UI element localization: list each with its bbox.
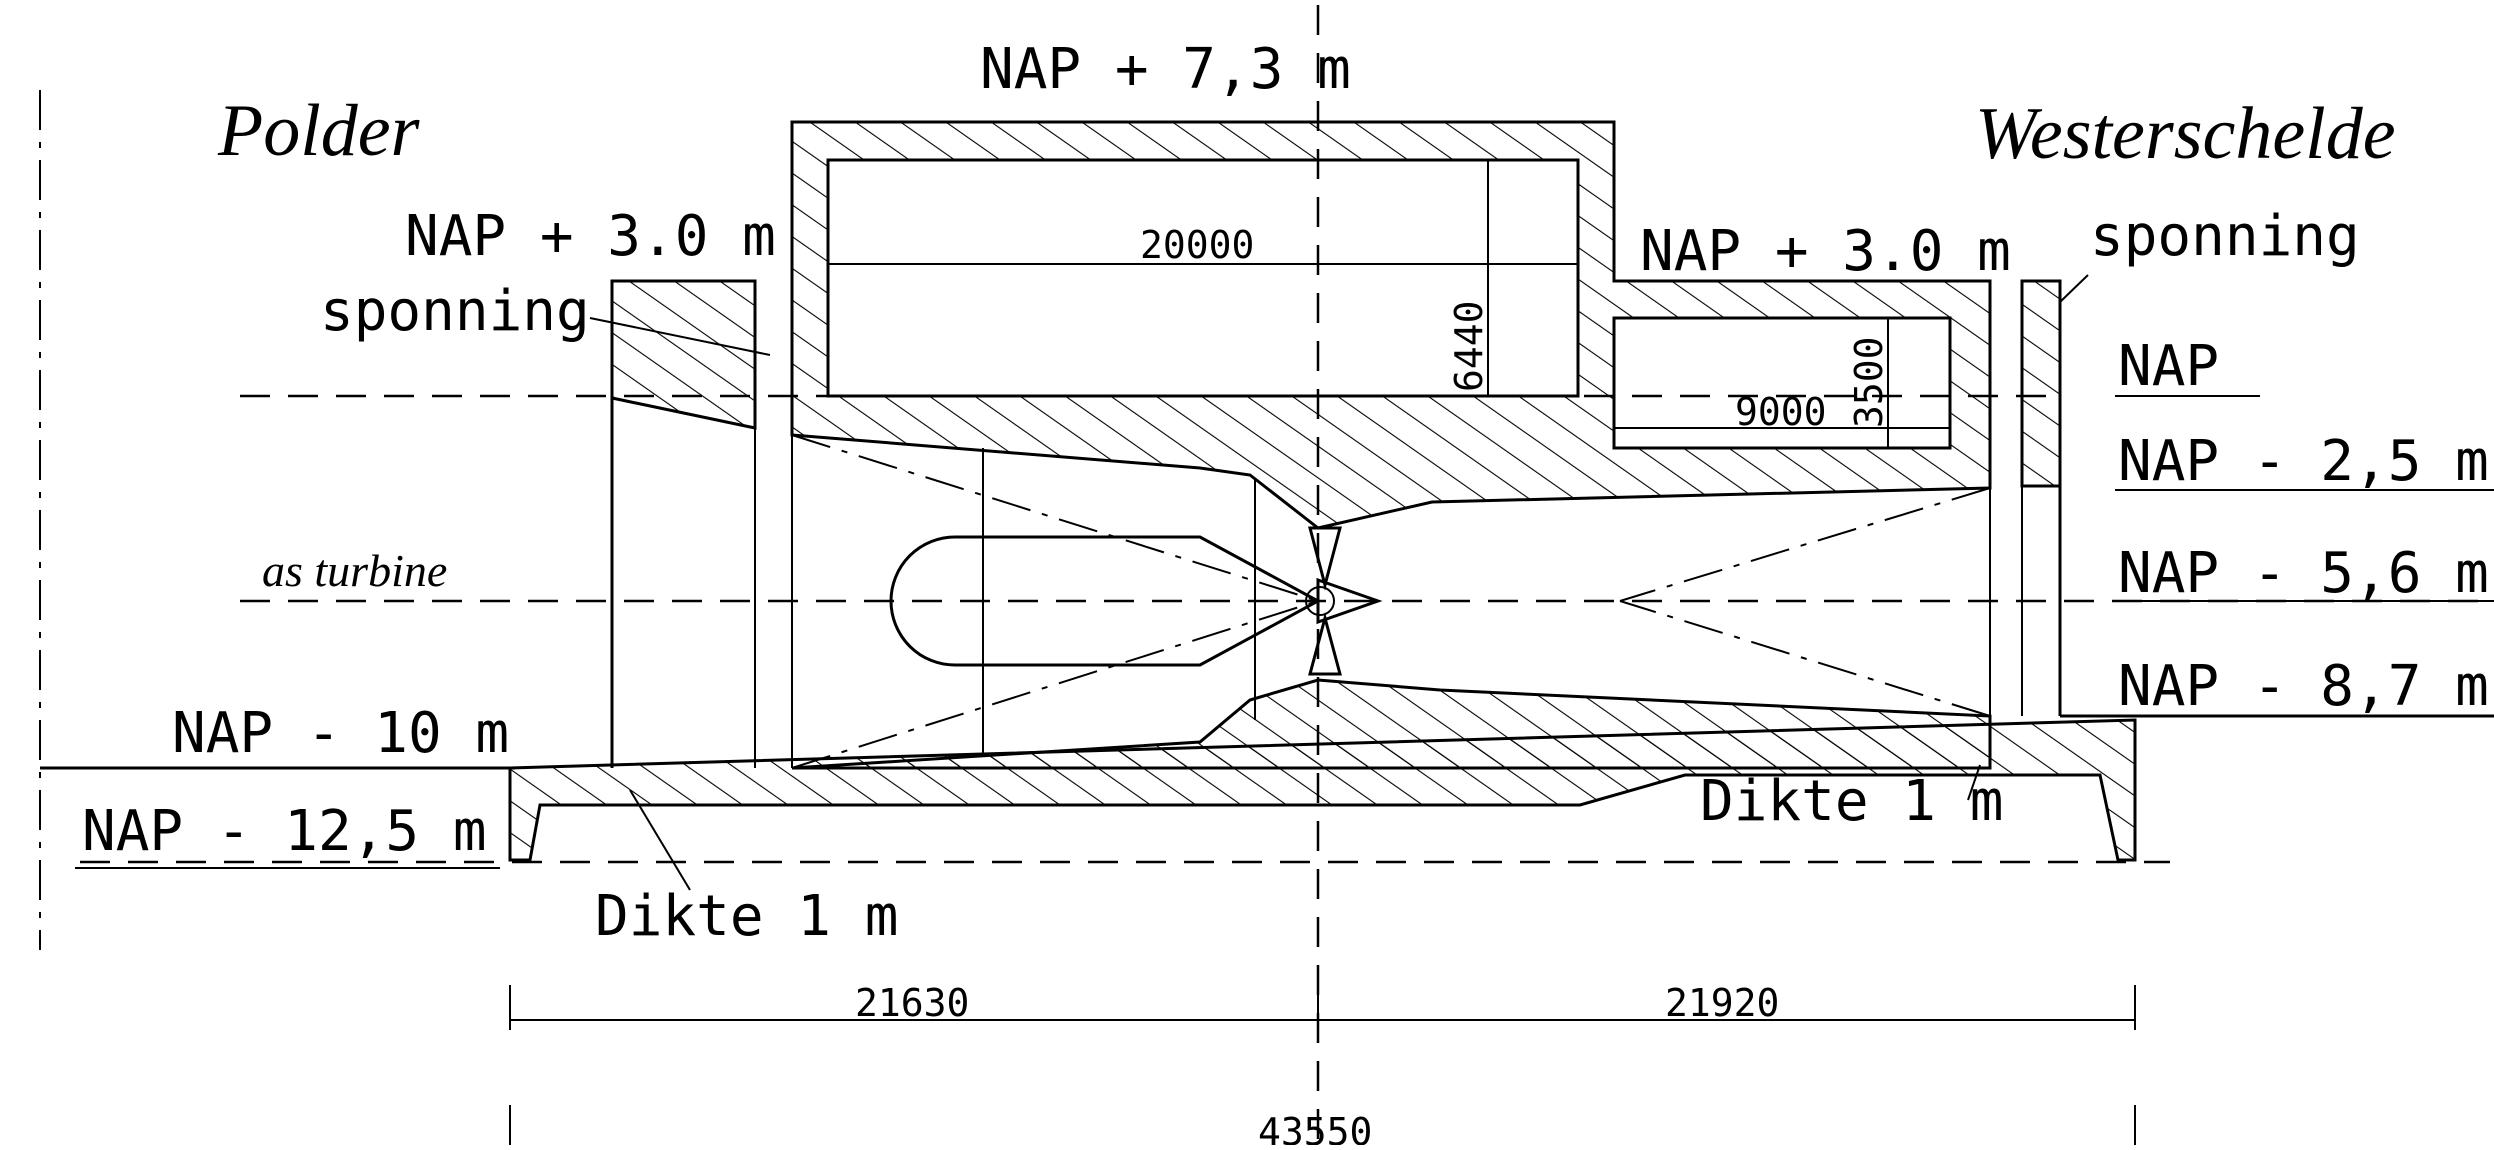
- dikte-left-label: Dikte 1 m: [595, 884, 898, 949]
- nap-minus-87-label: NAP - 8,7 m: [2118, 654, 2489, 719]
- nap-minus-10-label: NAP - 10 m: [172, 701, 509, 766]
- left-span-dimension: 21630: [855, 981, 969, 1025]
- upper-chamber-width: 20000: [1140, 223, 1254, 267]
- dikte-right-label: Dikte 1 m: [1700, 769, 2003, 834]
- dashdot-upper-right: [1619, 487, 1991, 602]
- nap-label: NAP: [2118, 334, 2219, 399]
- right-sponning-block: [2020, 279, 2062, 488]
- left-sponning-block: [610, 279, 757, 430]
- upper-chamber-height: 6440: [1447, 300, 1491, 392]
- nap-minus-25-label: NAP - 2,5 m: [2118, 429, 2489, 494]
- sponning-left-label: sponning: [320, 279, 590, 344]
- turbine-bulb[interactable]: [889, 535, 1322, 667]
- right-chamber-width: 9000: [1735, 390, 1827, 434]
- sponning-right-label: sponning: [2090, 204, 2360, 269]
- dashdot-lower-left: [791, 600, 1319, 769]
- nap-right-3-label: NAP + 3.0 m: [1640, 219, 2011, 284]
- dashdot-upper-left: [791, 434, 1319, 602]
- nap-minus-56-label: NAP - 5,6 m: [2118, 541, 2489, 606]
- total-span-dimension: 43550: [1258, 1110, 1372, 1145]
- turbine-blades[interactable]: [1308, 526, 1383, 676]
- polder-label: Polder: [217, 90, 421, 172]
- lower-housing: [791, 678, 1992, 770]
- nap-minus-125-label: NAP - 12,5 m: [82, 799, 487, 864]
- nap-left-3-label: NAP + 3.0 m: [405, 204, 776, 269]
- right-chamber-height: 3500: [1847, 336, 1891, 428]
- nap-top-label: NAP + 7,3 m: [980, 37, 1351, 102]
- upper-housing: [790, 120, 1992, 530]
- westerschelde-label: Westerschelde: [1975, 93, 2396, 175]
- as-turbine-label: as turbine: [262, 545, 447, 596]
- dashdot-lower-right: [1619, 600, 1991, 717]
- right-span-dimension: 21920: [1665, 981, 1779, 1025]
